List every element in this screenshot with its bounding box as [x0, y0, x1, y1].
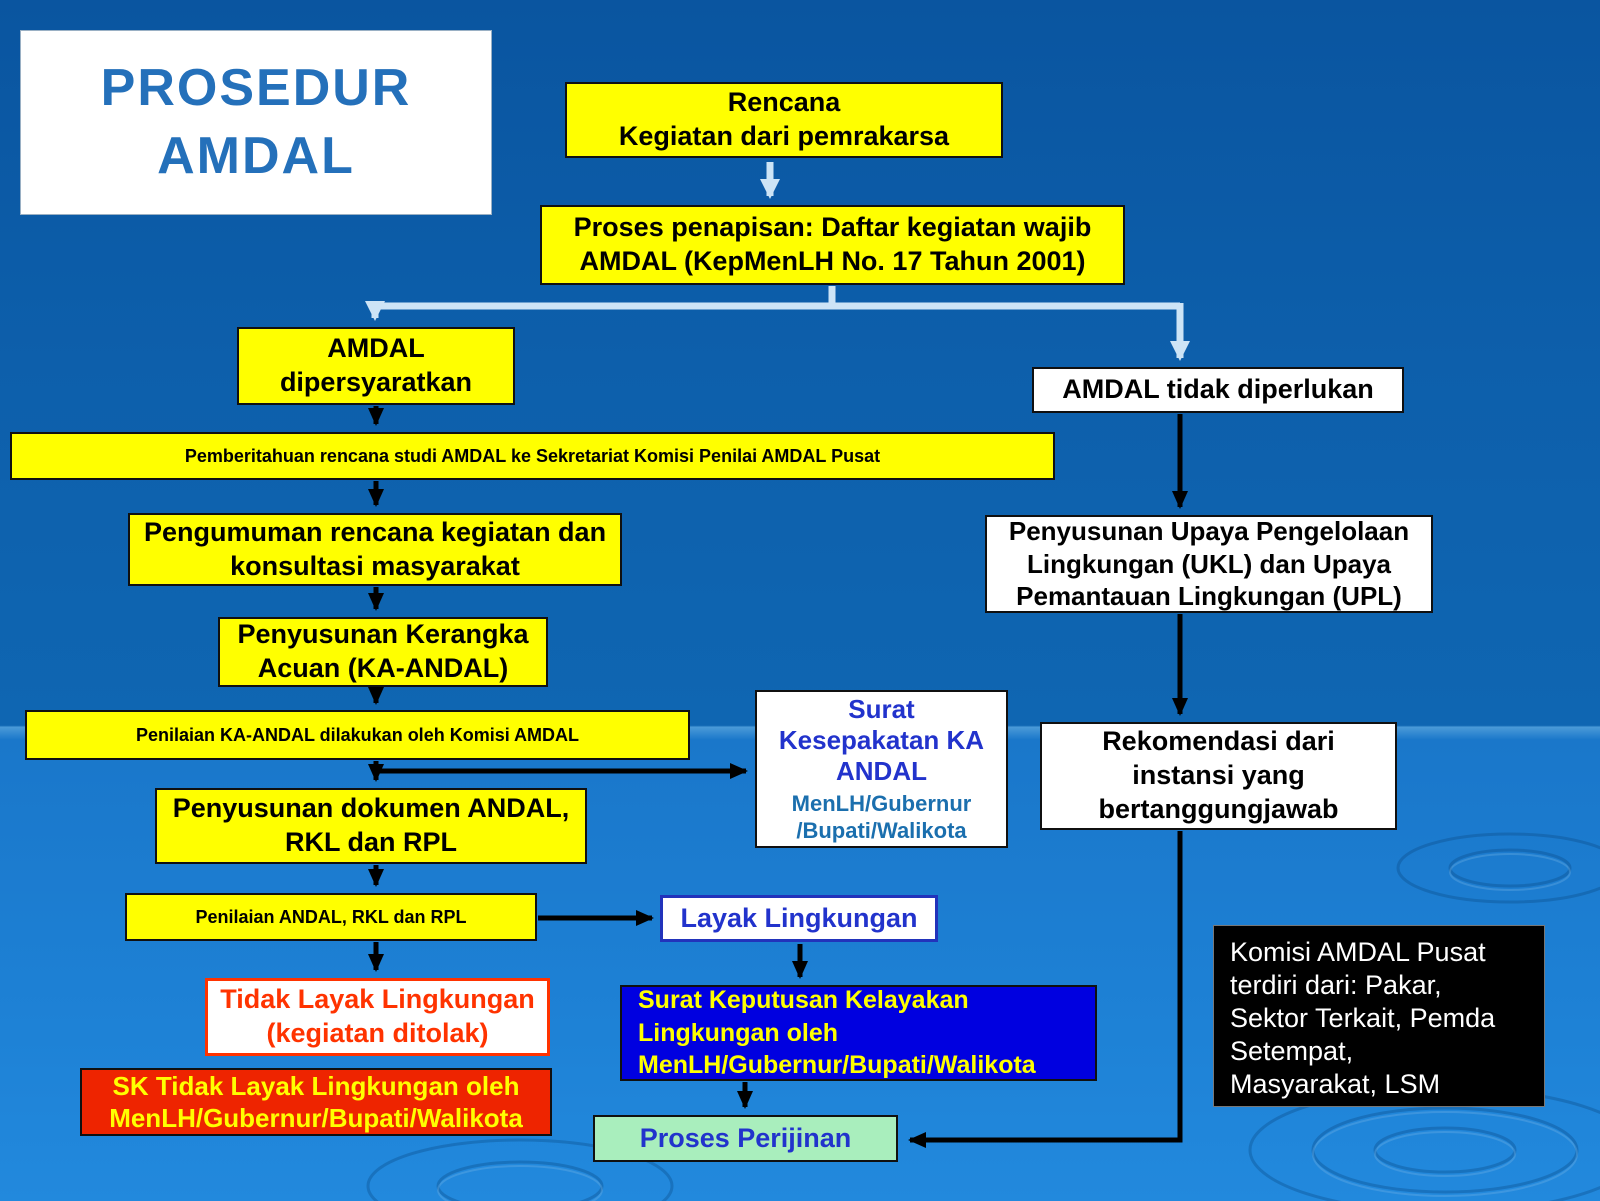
node-rekomendasi-instansi: Rekomendasi dari instansi yang bertanggu…	[1040, 722, 1397, 830]
node-amdal-tidak-diperlukan: AMDAL tidak diperlukan	[1032, 367, 1404, 413]
node-pengumuman-rencana: Pengumuman rencana kegiatan dan konsulta…	[128, 513, 622, 586]
node-proses-penapisan: Proses penapisan: Daftar kegiatan wajib …	[540, 205, 1125, 285]
node-sk-kelayakan-lingkungan: Surat Keputusan Kelayakan Lingkungan ole…	[620, 985, 1097, 1081]
surat-kesepakatan-title: Surat Kesepakatan KA ANDAL	[778, 693, 985, 787]
node-pemberitahuan-rencana-studi: Pemberitahuan rencana studi AMDAL ke Sek…	[10, 432, 1055, 480]
node-surat-kesepakatan: Surat Kesepakatan KA ANDAL MenLH/Gubernu…	[755, 690, 1008, 848]
node-penilaian-ka-andal: Penilaian KA-ANDAL dilakukan oleh Komisi…	[25, 710, 690, 760]
node-tidak-layak-lingkungan: Tidak Layak Lingkungan (kegiatan ditolak…	[205, 978, 550, 1056]
black-arrows	[368, 406, 1188, 1148]
node-layak-lingkungan: Layak Lingkungan	[660, 895, 938, 942]
node-proses-perijinan: Proses Perijinan	[593, 1115, 898, 1162]
node-rencana-kegiatan: Rencana Kegiatan dari pemrakarsa	[565, 82, 1003, 158]
node-penyusunan-dokumen-andal: Penyusunan dokumen ANDAL, RKL dan RPL	[155, 788, 587, 864]
arrow-rekomendasi-perijinan	[908, 831, 1183, 1148]
node-amdal-dipersyaratkan: AMDAL dipersyaratkan	[237, 327, 515, 405]
light-arrows	[365, 162, 1190, 361]
surat-kesepakatan-subtitle: MenLH/Gubernur /Bupati/Walikota	[791, 791, 972, 843]
note-komisi-amdal-pusat: Komisi AMDAL Pusat terdiri dari: Pakar, …	[1213, 925, 1545, 1107]
node-sk-tidak-layak: SK Tidak Layak Lingkungan oleh MenLH/Gub…	[80, 1068, 552, 1136]
node-penilaian-andal-rkl-rpl: Penilaian ANDAL, RKL dan RPL	[125, 893, 537, 941]
node-penyusunan-ukl-upl: Penyusunan Upaya Pengelolaan Lingkungan …	[985, 515, 1433, 613]
node-penyusunan-kerangka-acuan: Penyusunan Kerangka Acuan (KA-ANDAL)	[218, 617, 548, 687]
diagram-title: PROSEDUR AMDAL	[20, 30, 492, 215]
